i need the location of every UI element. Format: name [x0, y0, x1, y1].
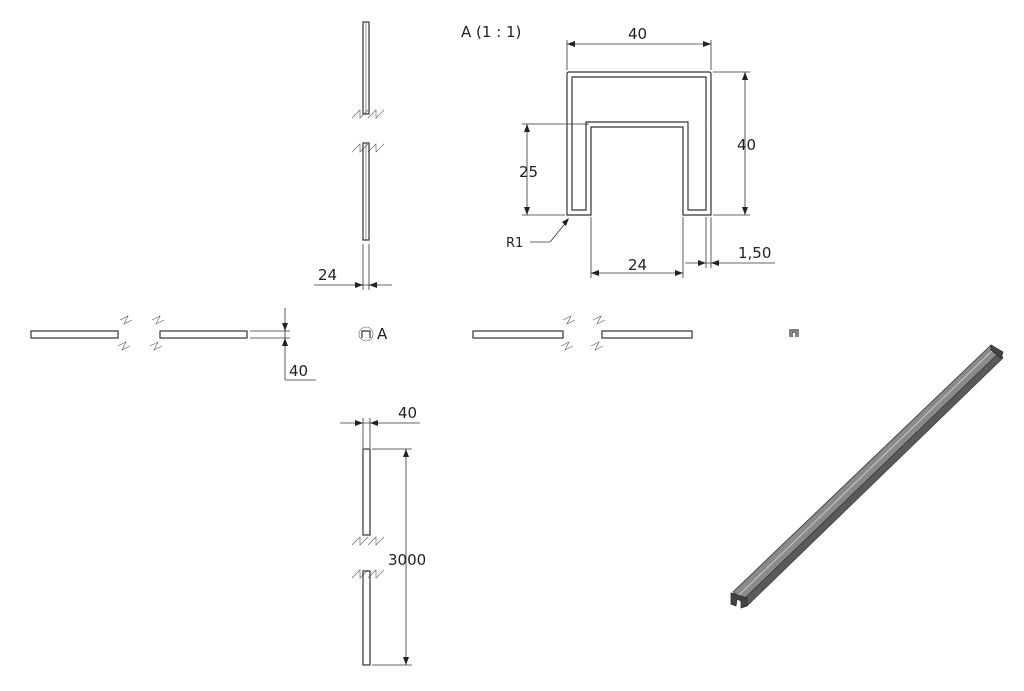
section-marker: A — [358, 325, 388, 343]
front-view: 40 — [30, 308, 316, 381]
top-width-dim: 24 — [318, 266, 337, 284]
section-marker-label: A — [377, 325, 388, 343]
section-title: A (1 : 1) — [461, 23, 521, 41]
section-height-dim: 40 — [737, 136, 756, 154]
bottom-width-dim: 40 — [398, 404, 417, 422]
side-view — [472, 315, 799, 351]
section-inner-width-dim: 24 — [628, 256, 647, 274]
section-inner-height-dim: 25 — [519, 163, 538, 181]
profile-end-icon — [789, 329, 799, 337]
isometric-view — [730, 344, 1004, 609]
bottom-view: 40 3000 — [340, 404, 426, 666]
top-view: 24 — [314, 21, 392, 290]
section-width-dim: 40 — [628, 25, 647, 43]
section-radius-dim: R1 — [506, 236, 523, 251]
front-height-dim: 40 — [289, 362, 308, 380]
length-dim: 3000 — [388, 551, 426, 569]
section-view-a: A (1 : 1) 40 40 25 24 — [461, 23, 775, 278]
section-thickness-dim: 1,50 — [738, 244, 771, 262]
